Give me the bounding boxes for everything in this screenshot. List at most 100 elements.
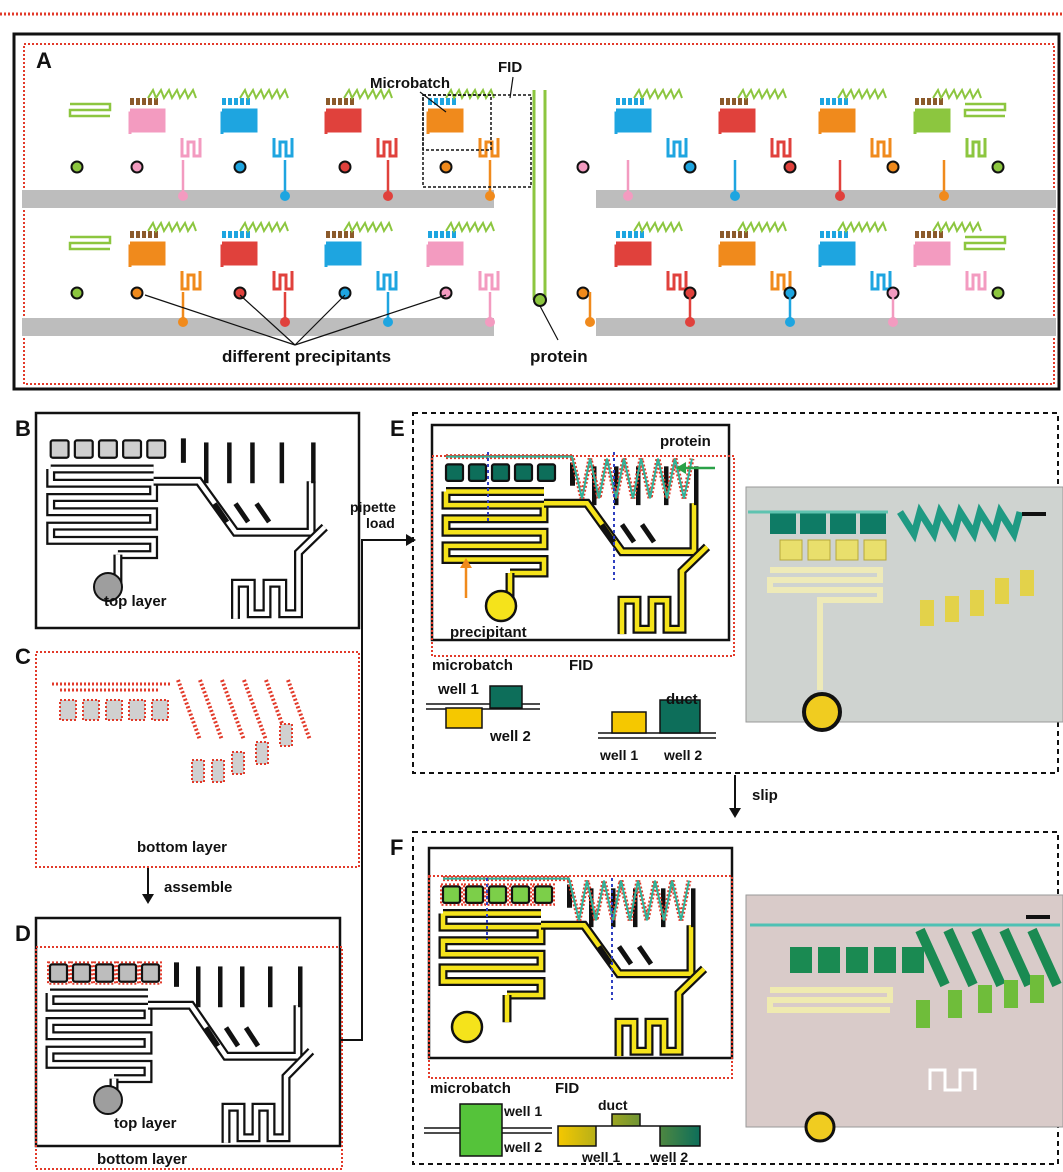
well <box>622 98 626 105</box>
photo-well <box>860 512 886 534</box>
bottom-well-outline <box>440 883 463 906</box>
fid-label: FID <box>569 657 593 674</box>
connector-dot <box>280 191 290 201</box>
duct-label: duct <box>666 691 698 708</box>
well <box>927 98 931 105</box>
well <box>927 231 931 238</box>
serpentine-channel <box>426 108 464 134</box>
well <box>921 98 925 105</box>
bottom-well-outline <box>532 883 555 906</box>
well <box>452 231 456 238</box>
m-channel <box>180 271 202 291</box>
fid-bar <box>279 442 285 484</box>
panel-e-letter: E <box>390 416 405 441</box>
inlet-port <box>93 1085 123 1115</box>
photo-yellow-well <box>779 539 803 561</box>
photo-diagonal <box>943 927 978 988</box>
well <box>148 231 152 238</box>
well <box>726 98 730 105</box>
connector-dot <box>485 191 495 201</box>
precipitant-pointer <box>144 294 296 346</box>
pipette-load-arrowhead <box>406 534 416 546</box>
precipitant-pointer <box>294 294 447 346</box>
serpentine-channel <box>718 241 756 267</box>
outlet-channel <box>233 525 327 619</box>
chip-top-layer <box>46 438 328 619</box>
protein-channel <box>446 455 693 499</box>
well <box>939 98 943 105</box>
well <box>234 231 238 238</box>
inlet-circle <box>783 160 797 174</box>
connector-dot <box>939 191 949 201</box>
fid-cross-section <box>598 699 716 739</box>
connector-dot <box>623 191 633 201</box>
well <box>240 231 244 238</box>
protein-zigzag <box>932 220 982 234</box>
inlet-circle <box>576 160 590 174</box>
serpentine-channel <box>220 241 258 267</box>
diagonal-channel <box>639 523 657 544</box>
end-serpentine <box>68 102 112 118</box>
chip-well <box>140 963 161 983</box>
panel-a-dotted-border <box>23 43 1055 385</box>
chip-well <box>48 963 69 983</box>
fid-bar <box>311 442 316 484</box>
connector-dot <box>280 317 290 327</box>
well <box>326 98 330 105</box>
well <box>136 231 140 238</box>
branch-channel <box>541 922 694 976</box>
panel-c: C bottom layer <box>15 644 360 868</box>
well <box>332 231 336 238</box>
protein-label: protein <box>660 433 711 450</box>
bottom-diagonal <box>198 679 224 741</box>
well <box>130 231 134 238</box>
microbatch-label: microbatch <box>430 1080 511 1097</box>
fid-bar <box>298 966 303 1008</box>
inlet-circle <box>70 286 84 300</box>
microbatch-cross-section <box>426 685 540 729</box>
m-channel <box>272 271 294 291</box>
chip-well <box>94 963 115 983</box>
chip-bar <box>570 462 575 486</box>
well-2 <box>489 685 523 709</box>
precipitant-flow-arrowhead <box>460 558 472 568</box>
well <box>344 231 348 238</box>
diagonal-channel <box>212 502 230 524</box>
well <box>142 231 146 238</box>
photo-serpentine <box>767 987 893 1013</box>
protein-pointer <box>539 305 559 341</box>
connector-dot <box>785 317 795 327</box>
diagonal-channel <box>203 1026 221 1048</box>
serpentine-channel <box>324 241 362 267</box>
chip-bar <box>174 962 179 987</box>
m-channel <box>180 138 202 158</box>
protein-zigzag <box>837 87 887 101</box>
connector-dot <box>835 191 845 201</box>
m-channel <box>376 271 398 291</box>
precipitants-label: different precipitants <box>222 347 391 366</box>
branch-channel <box>544 500 697 554</box>
photo-well <box>800 512 826 534</box>
well <box>628 231 632 238</box>
chip-well <box>73 439 94 459</box>
serpentine-channel <box>426 241 464 267</box>
connector-dot <box>485 317 495 327</box>
protein-zigzag <box>147 220 197 234</box>
panel-f: F microbatch FID well 1 well 2 duct well… <box>390 831 1063 1165</box>
microbatch-pointer <box>419 91 447 113</box>
protein-zigzag <box>343 220 393 234</box>
well <box>939 231 943 238</box>
bottom-well-outline <box>70 961 93 985</box>
fid-bar <box>240 966 245 1008</box>
diagonal-channel <box>254 502 272 524</box>
well <box>820 98 824 105</box>
end-serpentine <box>963 235 1007 251</box>
m-channel <box>770 138 792 158</box>
well <box>350 231 354 238</box>
protein-zigzag <box>239 87 289 101</box>
protein-zigzag <box>343 87 393 101</box>
outlet-channel <box>616 967 706 1057</box>
inlet-circle <box>70 160 84 174</box>
photo-well <box>770 512 796 534</box>
